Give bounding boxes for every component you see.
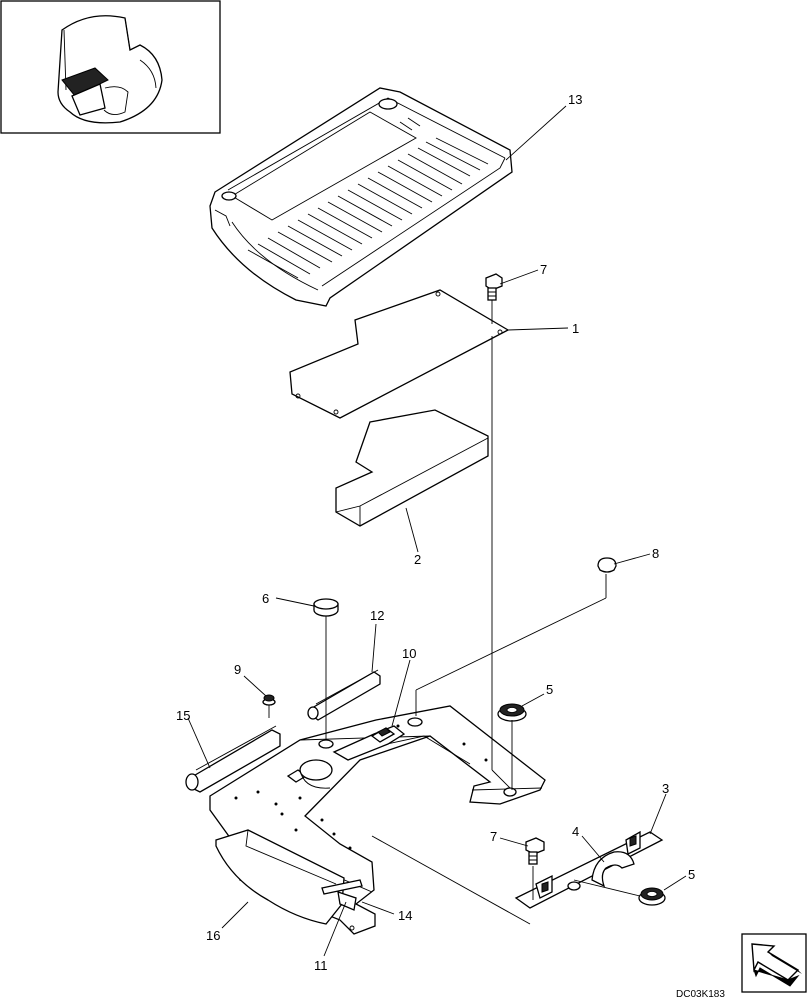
leader-lines <box>187 105 687 957</box>
callout-14: 14 <box>398 908 412 923</box>
machine-overview-inset <box>0 0 221 134</box>
callout-7-lower: 7 <box>490 829 497 844</box>
callout-5-lower: 5 <box>688 867 695 882</box>
cap-6 <box>313 598 339 617</box>
callout-5-upper: 5 <box>546 682 553 697</box>
callout-13: 13 <box>568 92 582 107</box>
callout-1: 1 <box>572 321 579 336</box>
callout-12: 12 <box>370 608 384 623</box>
bottom-panel-16 <box>215 829 345 925</box>
grommet-9 <box>262 694 276 706</box>
callout-15: 15 <box>176 708 190 723</box>
floor-mat <box>209 87 513 307</box>
callout-9: 9 <box>234 662 241 677</box>
grommet-5-upper <box>497 703 527 722</box>
callout-4: 4 <box>572 824 579 839</box>
bracket-3 <box>514 830 664 909</box>
callout-6: 6 <box>262 591 269 606</box>
callout-labels: 13 7 1 2 8 6 12 10 9 5 15 3 4 7 5 14 16 … <box>176 92 695 973</box>
rod-11 <box>321 879 363 931</box>
callout-16: 16 <box>206 928 220 943</box>
callout-10: 10 <box>402 646 416 661</box>
direction-arrow-icon <box>741 933 807 993</box>
bar-12 <box>307 669 381 721</box>
callout-8: 8 <box>652 546 659 561</box>
insulation-pad <box>335 409 489 527</box>
bar-15 <box>185 725 281 793</box>
bolt-lower <box>525 837 545 865</box>
callout-11: 11 <box>314 958 328 973</box>
callout-2: 2 <box>414 552 421 567</box>
drawing-code: DC03K183 <box>676 989 725 1000</box>
callout-7-upper: 7 <box>540 262 547 277</box>
callout-3: 3 <box>662 781 669 796</box>
plug-8 <box>597 557 617 573</box>
floor-plate <box>289 289 510 419</box>
grommet-5-lower <box>638 887 666 906</box>
bolt-upper <box>485 273 503 301</box>
